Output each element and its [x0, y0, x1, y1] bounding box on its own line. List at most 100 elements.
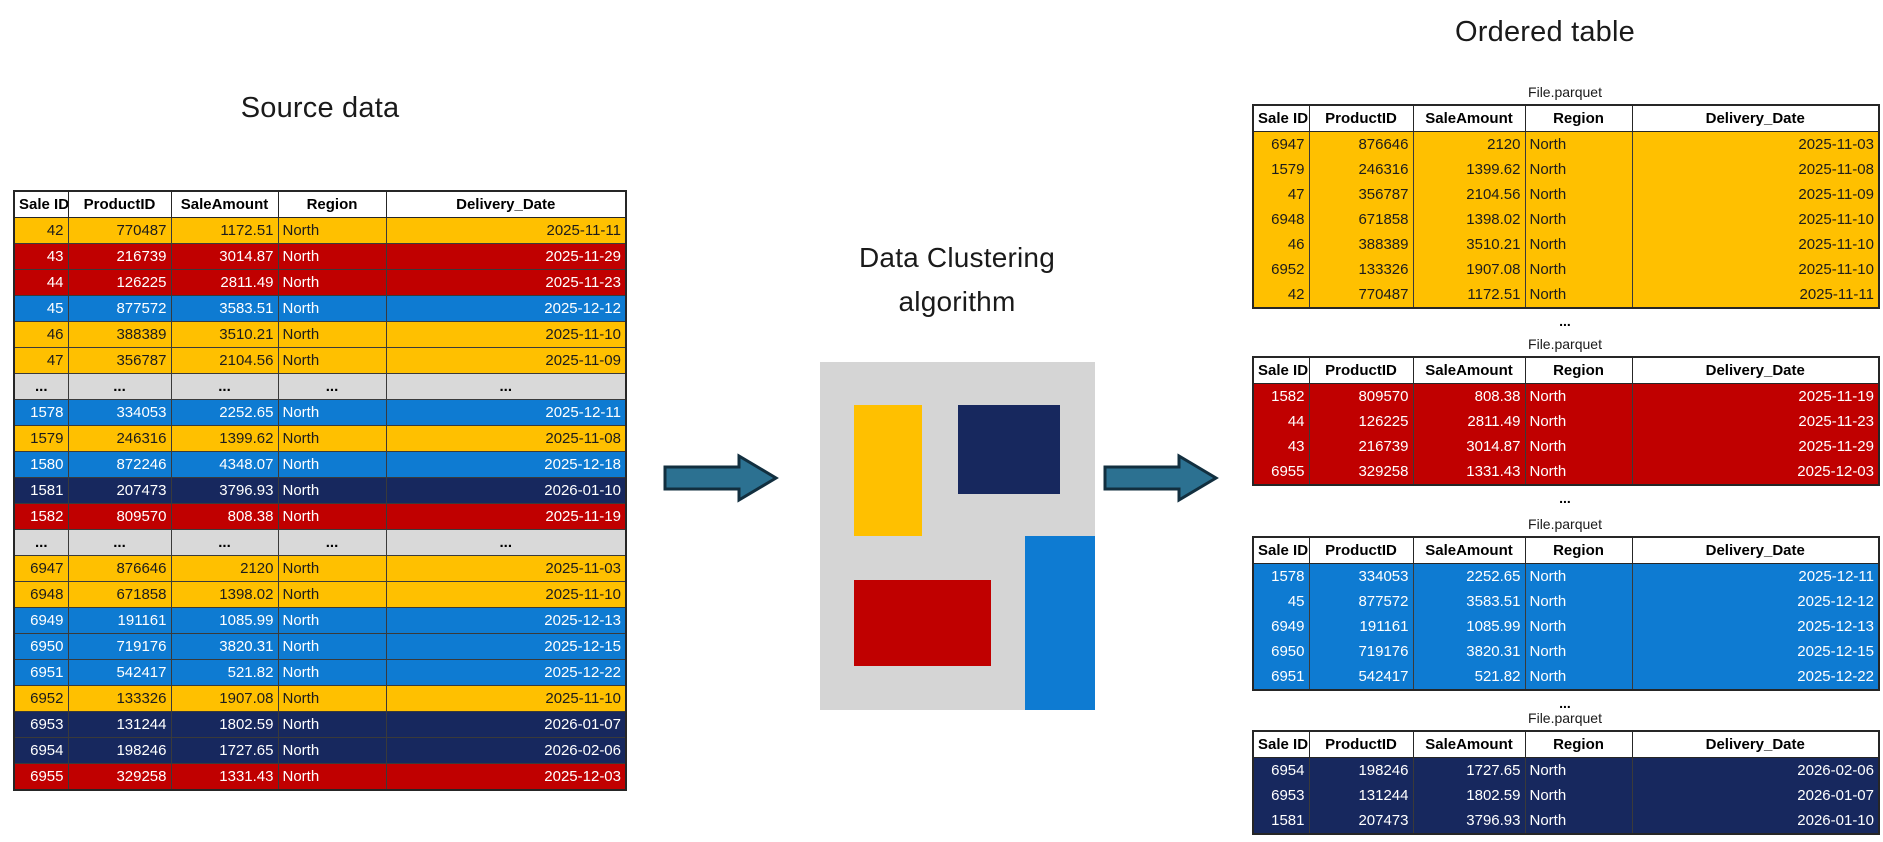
file-parquet-label: File.parquet — [1528, 516, 1602, 532]
table-cell: 809570 — [67, 503, 172, 530]
table-cell: North — [277, 633, 387, 660]
table-cell: North — [1524, 563, 1633, 589]
flow-arrow-right-icon — [1103, 453, 1219, 503]
table-cell: 2025-11-10 — [385, 321, 627, 348]
table-cell: North — [277, 555, 387, 582]
table-cell: North — [1524, 434, 1633, 459]
table-cell: North — [1524, 409, 1633, 434]
table-cell: North — [277, 685, 387, 712]
table-cell: 1802.59 — [170, 711, 279, 738]
table-cell: 6955 — [13, 763, 69, 791]
table-cell: 191161 — [1308, 614, 1414, 639]
table-cell: 3820.31 — [1412, 639, 1526, 664]
table-cell: North — [1524, 808, 1633, 834]
table-cell: 1085.99 — [170, 607, 279, 634]
clustering-icon — [820, 362, 1095, 710]
table-cell: 1331.43 — [1412, 459, 1526, 485]
table-cell: 2025-11-10 — [385, 685, 627, 712]
table-cell: 6954 — [1252, 757, 1310, 783]
cluster-swatch-navy — [958, 405, 1060, 494]
table-cell: 808.38 — [170, 503, 279, 530]
column-header: Delivery_Date — [1631, 730, 1880, 758]
ellipsis-separator: ... — [1559, 313, 1571, 329]
table-cell: ... — [67, 529, 172, 556]
table-cell: 2025-12-12 — [385, 295, 627, 322]
column-header: ProductID — [1308, 104, 1414, 132]
table-cell: North — [277, 243, 387, 270]
table-cell: North — [277, 425, 387, 452]
table-cell: 2104.56 — [170, 347, 279, 374]
table-cell: 809570 — [1308, 383, 1414, 409]
table-cell: 43 — [1252, 434, 1310, 459]
table-cell: 2025-12-13 — [1631, 614, 1880, 639]
table-cell: North — [1524, 383, 1633, 409]
table-cell: 671858 — [67, 581, 172, 608]
table-cell: 2025-11-19 — [1631, 383, 1880, 409]
table-cell: 2025-12-15 — [385, 633, 627, 660]
column-header: ProductID — [1308, 730, 1414, 758]
table-cell: 2025-11-08 — [385, 425, 627, 452]
table-cell: 521.82 — [1412, 664, 1526, 690]
table-cell: 42 — [13, 217, 69, 244]
table-cell: 388389 — [1308, 232, 1414, 257]
table-cell: 6954 — [13, 737, 69, 764]
table-cell: 2025-12-22 — [385, 659, 627, 686]
table-cell: North — [277, 711, 387, 738]
cluster-swatch-yellow — [854, 405, 922, 536]
table-cell: 191161 — [67, 607, 172, 634]
column-header: ProductID — [67, 190, 172, 218]
table-cell: 42 — [1252, 282, 1310, 308]
table-cell: 126225 — [67, 269, 172, 296]
table-cell: 6947 — [13, 555, 69, 582]
table-cell: ... — [385, 529, 627, 556]
table-cell: 2025-11-03 — [385, 555, 627, 582]
table-cell: 216739 — [67, 243, 172, 270]
table-cell: ... — [277, 373, 387, 400]
table-cell: 44 — [1252, 409, 1310, 434]
table-cell: North — [277, 295, 387, 322]
table-cell: 2811.49 — [1412, 409, 1526, 434]
table-cell: 2025-11-29 — [1631, 434, 1880, 459]
table-cell: North — [1524, 207, 1633, 232]
table-cell: 6952 — [1252, 257, 1310, 282]
column-header: Region — [1524, 536, 1633, 564]
table-cell: 356787 — [1308, 182, 1414, 207]
table-cell: 388389 — [67, 321, 172, 348]
file-parquet-label: File.parquet — [1528, 336, 1602, 352]
table-cell: 6948 — [1252, 207, 1310, 232]
table-cell: 6953 — [13, 711, 69, 738]
table-cell: 246316 — [1308, 157, 1414, 182]
table-cell: North — [277, 659, 387, 686]
table-cell: 131244 — [1308, 783, 1414, 808]
table-cell: 6950 — [13, 633, 69, 660]
table-cell: 2025-12-11 — [1631, 563, 1880, 589]
table-cell: 2120 — [1412, 131, 1526, 157]
table-cell: 876646 — [67, 555, 172, 582]
table-cell: 2025-11-11 — [1631, 282, 1880, 308]
table-cell: 2025-11-11 — [385, 217, 627, 244]
table-cell: 3510.21 — [1412, 232, 1526, 257]
table-cell: 3014.87 — [170, 243, 279, 270]
ellipsis-row: ............... — [13, 373, 627, 400]
table-cell: 2252.65 — [170, 399, 279, 426]
table-cell: 719176 — [1308, 639, 1414, 664]
file-parquet-label: File.parquet — [1528, 84, 1602, 100]
